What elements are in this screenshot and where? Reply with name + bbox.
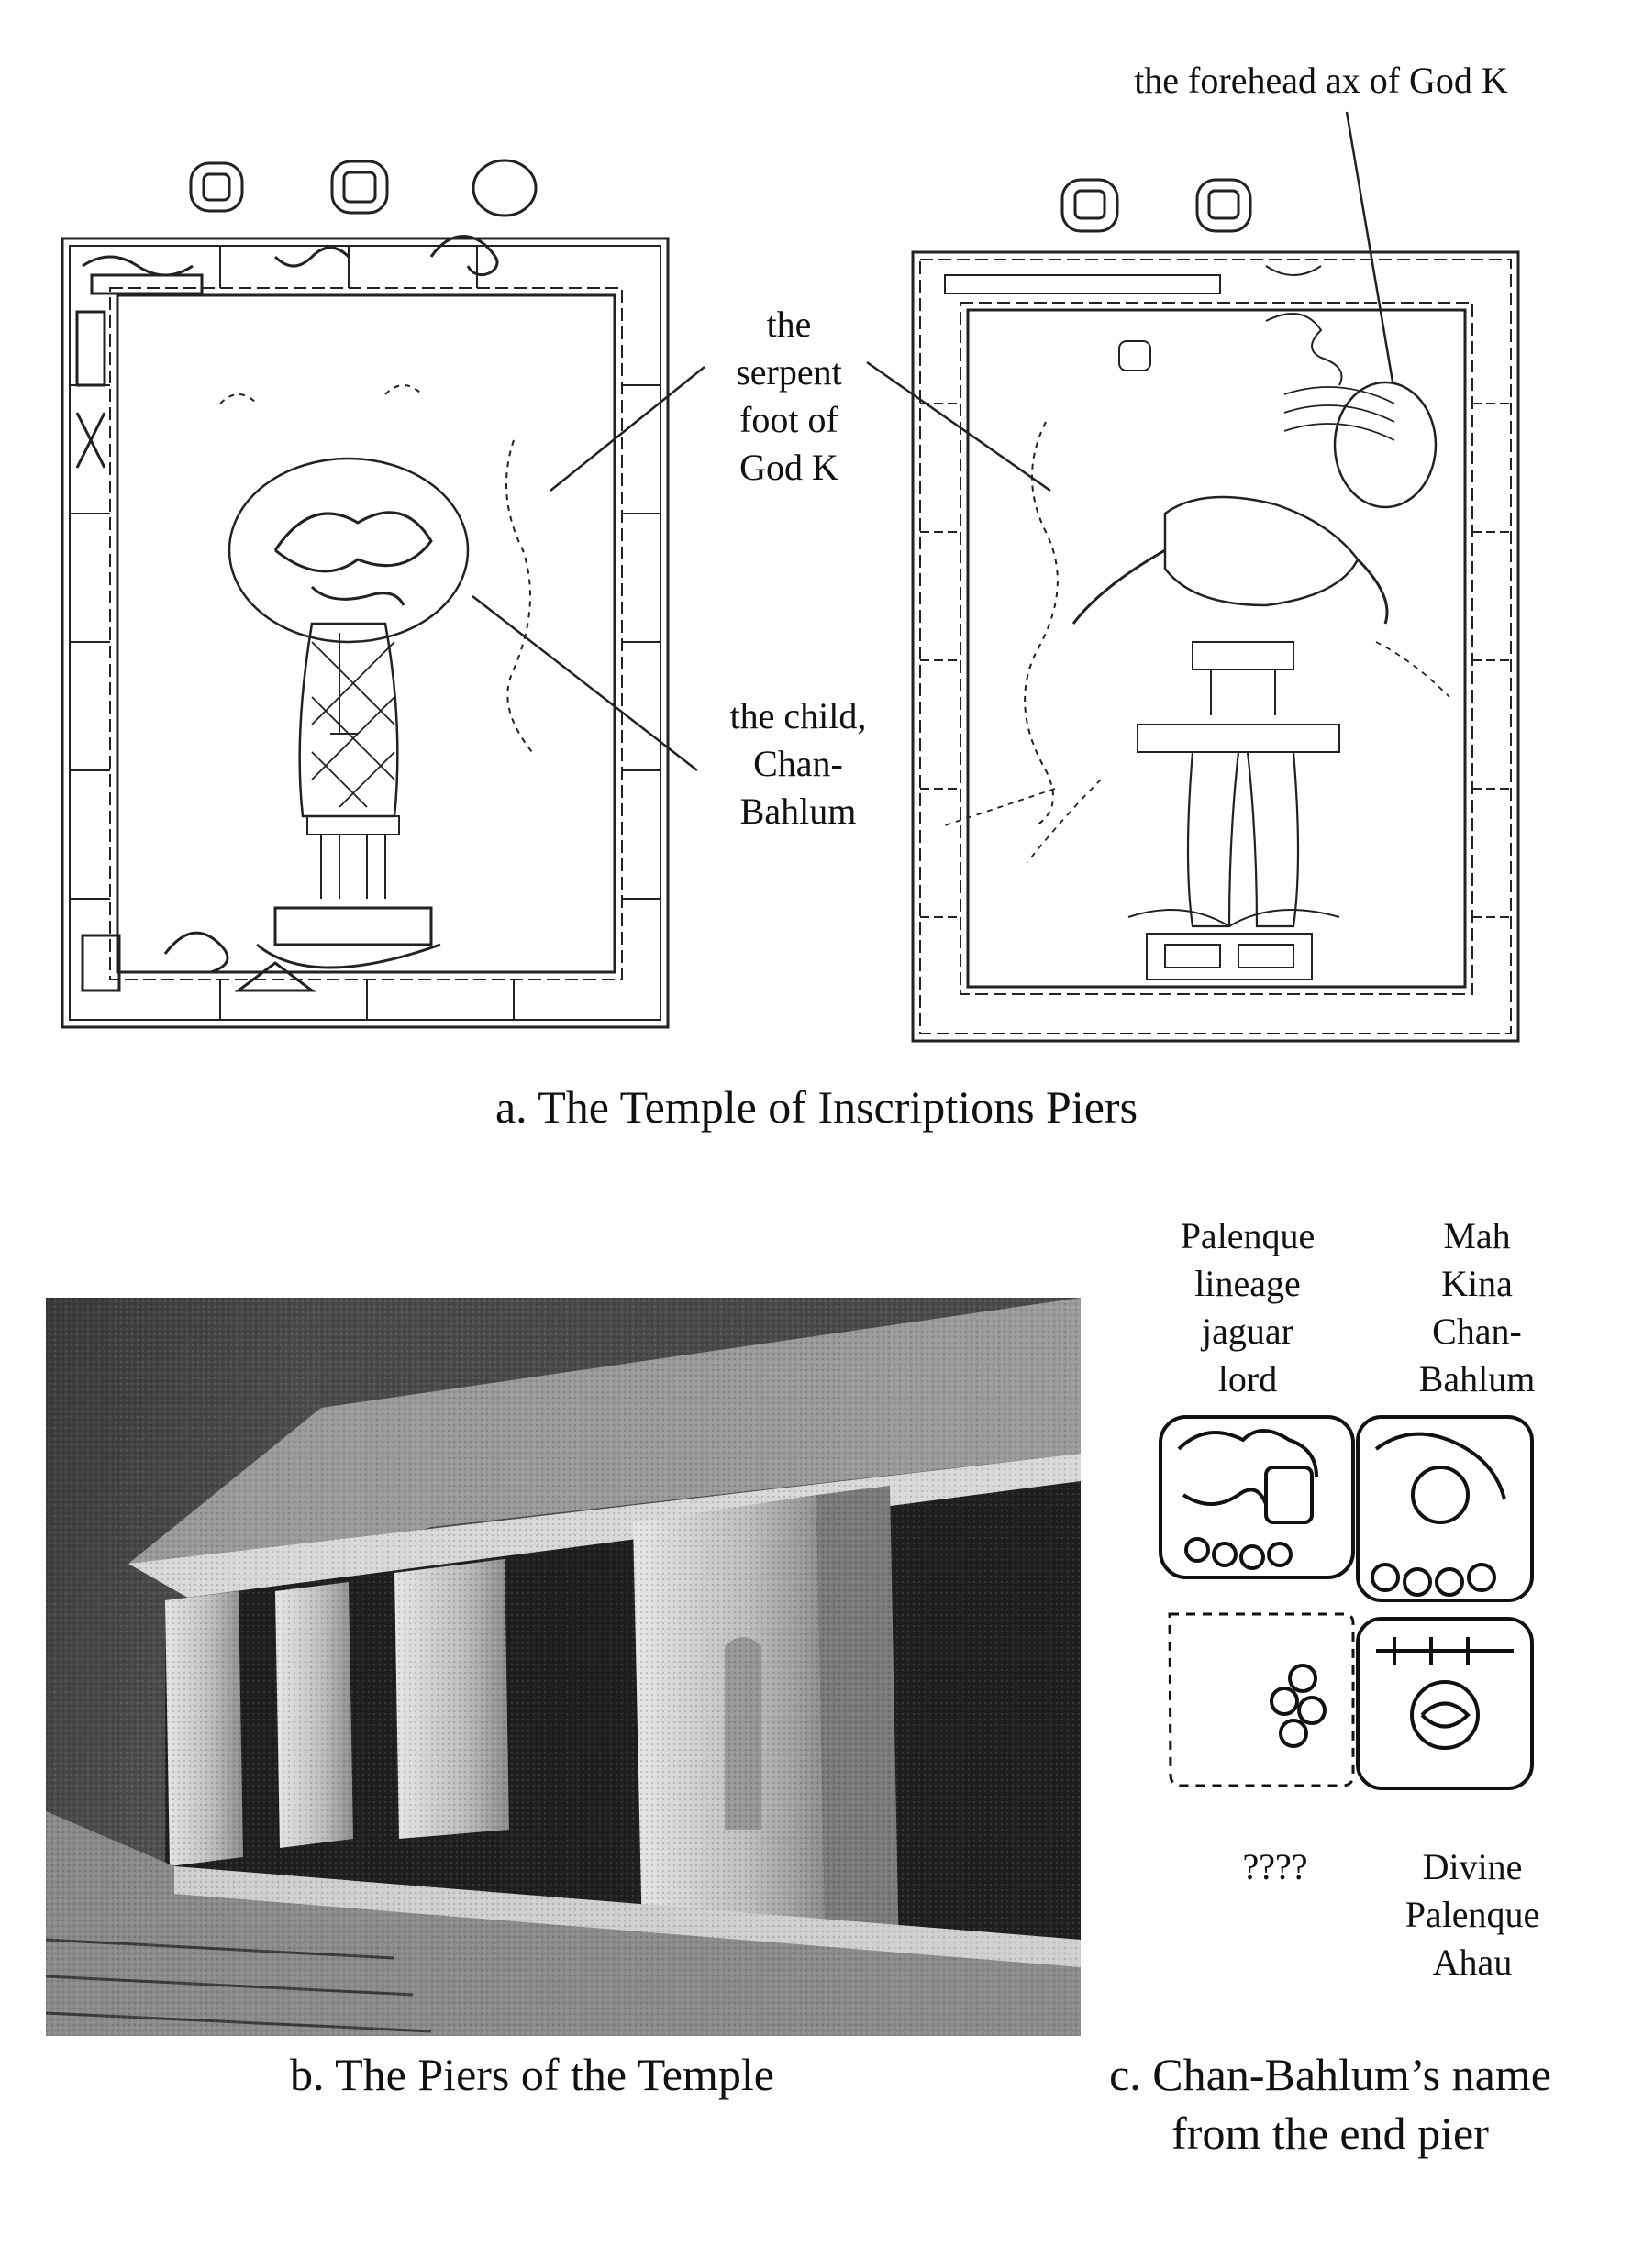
glyph-label-bottom-left-line: ???? (1242, 1846, 1308, 1887)
glyph-unknown (1168, 1612, 1355, 1787)
label-child-line: Bahlum (739, 791, 857, 832)
glyph-label-bottom-left: ???? (1183, 1843, 1367, 1891)
right-pier (911, 250, 1520, 1043)
temple-piers-photo (46, 1298, 1081, 2036)
glyph-label-top-right: Mah Kina Chan- Bahlum (1376, 1212, 1578, 1403)
caption-b-text: b. The Piers of the Temple (290, 2049, 774, 2100)
glyph-label-bottom-right-line: Divine (1422, 1846, 1523, 1887)
caption-b: b. The Piers of the Temple (147, 2045, 917, 2104)
temple-piers-photo-art (46, 1298, 1081, 2036)
glyph-label-top-right-line: Bahlum (1418, 1358, 1536, 1400)
label-serpent-foot-line: foot of (739, 399, 838, 440)
label-child-line: Chan- (753, 743, 843, 784)
glyph-label-top-right-line: Chan- (1432, 1311, 1522, 1352)
glyph-label-top-left-line: lineage (1194, 1263, 1301, 1304)
glyph-label-top-right-line: Mah (1443, 1215, 1511, 1256)
glyph-palenque-lineage-jaguar-lord (1159, 1415, 1355, 1579)
label-serpent-foot-line: serpent (736, 351, 842, 393)
glyph-label-top-right-line: Kina (1441, 1263, 1513, 1304)
label-serpent-foot-line: God K (739, 447, 838, 488)
glyph-label-bottom-right-line: Palenque (1404, 1894, 1540, 1935)
label-forehead-ax: the forehead ax of God K (1078, 57, 1564, 105)
glyph-label-bottom-right-line: Ahau (1432, 1942, 1513, 1983)
caption-c-line: from the end pier (1171, 2108, 1489, 2159)
glyph-mah-kina-chan-bahlum (1356, 1415, 1534, 1602)
caption-c: c. Chan-Bahlum’s name from the end pier (1055, 2045, 1605, 2163)
label-serpent-foot: the serpent foot of God K (683, 301, 894, 492)
caption-c-line: c. Chan-Bahlum’s name (1109, 2049, 1551, 2100)
glyph-label-top-left-line: lord (1217, 1358, 1278, 1400)
right-pier-top-glyphs (1060, 178, 1252, 233)
panel-a-drawings (61, 111, 1520, 1043)
caption-a: a. The Temple of Inscriptions Piers (275, 1078, 1358, 1136)
leader-lines (472, 111, 1394, 771)
label-child: the child, Chan- Bahlum (679, 692, 917, 835)
glyph-label-top-left-line: jaguar (1202, 1311, 1293, 1352)
label-serpent-foot-line: the (766, 304, 812, 345)
left-pier (61, 235, 670, 1029)
glyph-label-bottom-right: Divine Palenque Ahau (1371, 1843, 1573, 1986)
label-child-line: the child, (729, 695, 867, 736)
glyph-label-top-left: Palenque lineage jaguar lord (1147, 1212, 1349, 1403)
glyph-label-top-left-line: Palenque (1180, 1215, 1316, 1256)
left-pier-top-glyphs (189, 159, 538, 217)
glyph-divine-palenque-ahau (1356, 1617, 1534, 1790)
caption-a-text: a. The Temple of Inscriptions Piers (494, 1081, 1138, 1133)
label-forehead-ax-text: the forehead ax of God K (1134, 60, 1508, 101)
